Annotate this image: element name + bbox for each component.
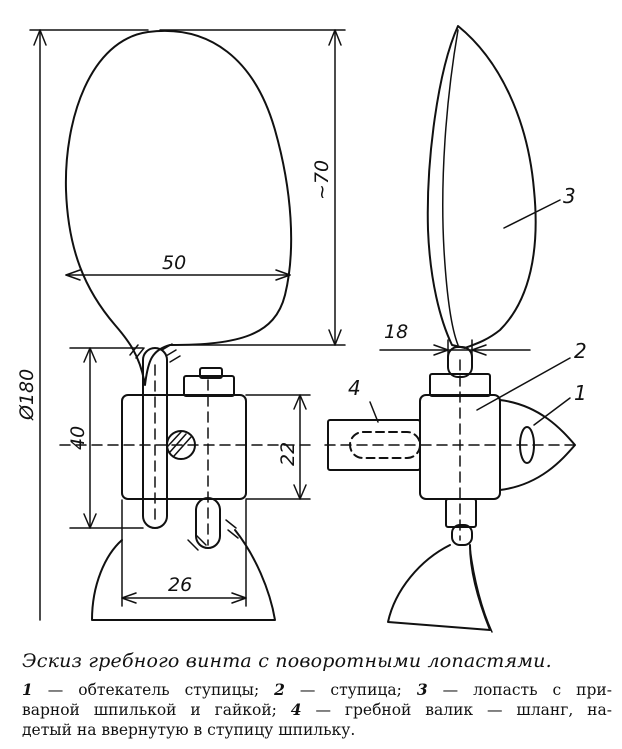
label-fairing: 1: [574, 381, 587, 405]
left-upper-stud: [142, 347, 168, 529]
left-blade-outline: [64, 29, 293, 386]
left-lower-blade: [91, 529, 276, 621]
legend-text-4: — гребной валик — шланг, на-: [301, 701, 612, 719]
dim-hub-height: 40: [67, 426, 89, 450]
legend-num-4: 4: [290, 700, 302, 719]
legend-num-2: 2: [274, 680, 285, 699]
label-blade: 3: [563, 184, 576, 208]
label-hub: 2: [574, 339, 587, 363]
legend-num-1: 1: [22, 680, 33, 699]
dim-blade-width: 50: [162, 252, 186, 274]
propeller-sketch: 50 ~70 Ø180 40 26 22 18 3 2 1 4: [16, 25, 587, 633]
left-top-nut: [183, 375, 235, 397]
dim-fairing-gap: 18: [384, 321, 408, 343]
figure-legend: 1 — обтекатель ступицы; 2 — ступица; 3 —…: [22, 680, 612, 740]
legend-num-3: 3: [416, 680, 428, 699]
dim-hub-width: 26: [168, 574, 192, 596]
legend-text-2a: варной шпилькой и гайкой;: [22, 701, 291, 719]
right-blade-outline: [426, 25, 537, 349]
dim-shaft-height: 22: [277, 442, 299, 466]
dim-blade-length: ~70: [311, 160, 333, 200]
label-shaft: 4: [348, 376, 361, 400]
dim-diameter: Ø180: [16, 369, 38, 421]
legend-text-3: — лопасть с при-: [427, 681, 612, 699]
legend-line-3: детый на ввернутую в ступицу шпильку.: [22, 721, 356, 739]
figure-caption: Эскиз гребного винта с поворотными лопас…: [22, 650, 552, 672]
legend-line-1: 1 — обтекатель ступицы; 2 — ступица; 3 —…: [22, 680, 612, 700]
left-hub-block: [121, 394, 247, 500]
legend-text-2: — ступица;: [284, 681, 417, 699]
legend-line-2: варной шпилькой и гайкой; 4 — гребной ва…: [22, 700, 612, 720]
legend-text-1: — обтекатель ступицы;: [32, 681, 275, 699]
right-lower-blade: [387, 544, 491, 631]
